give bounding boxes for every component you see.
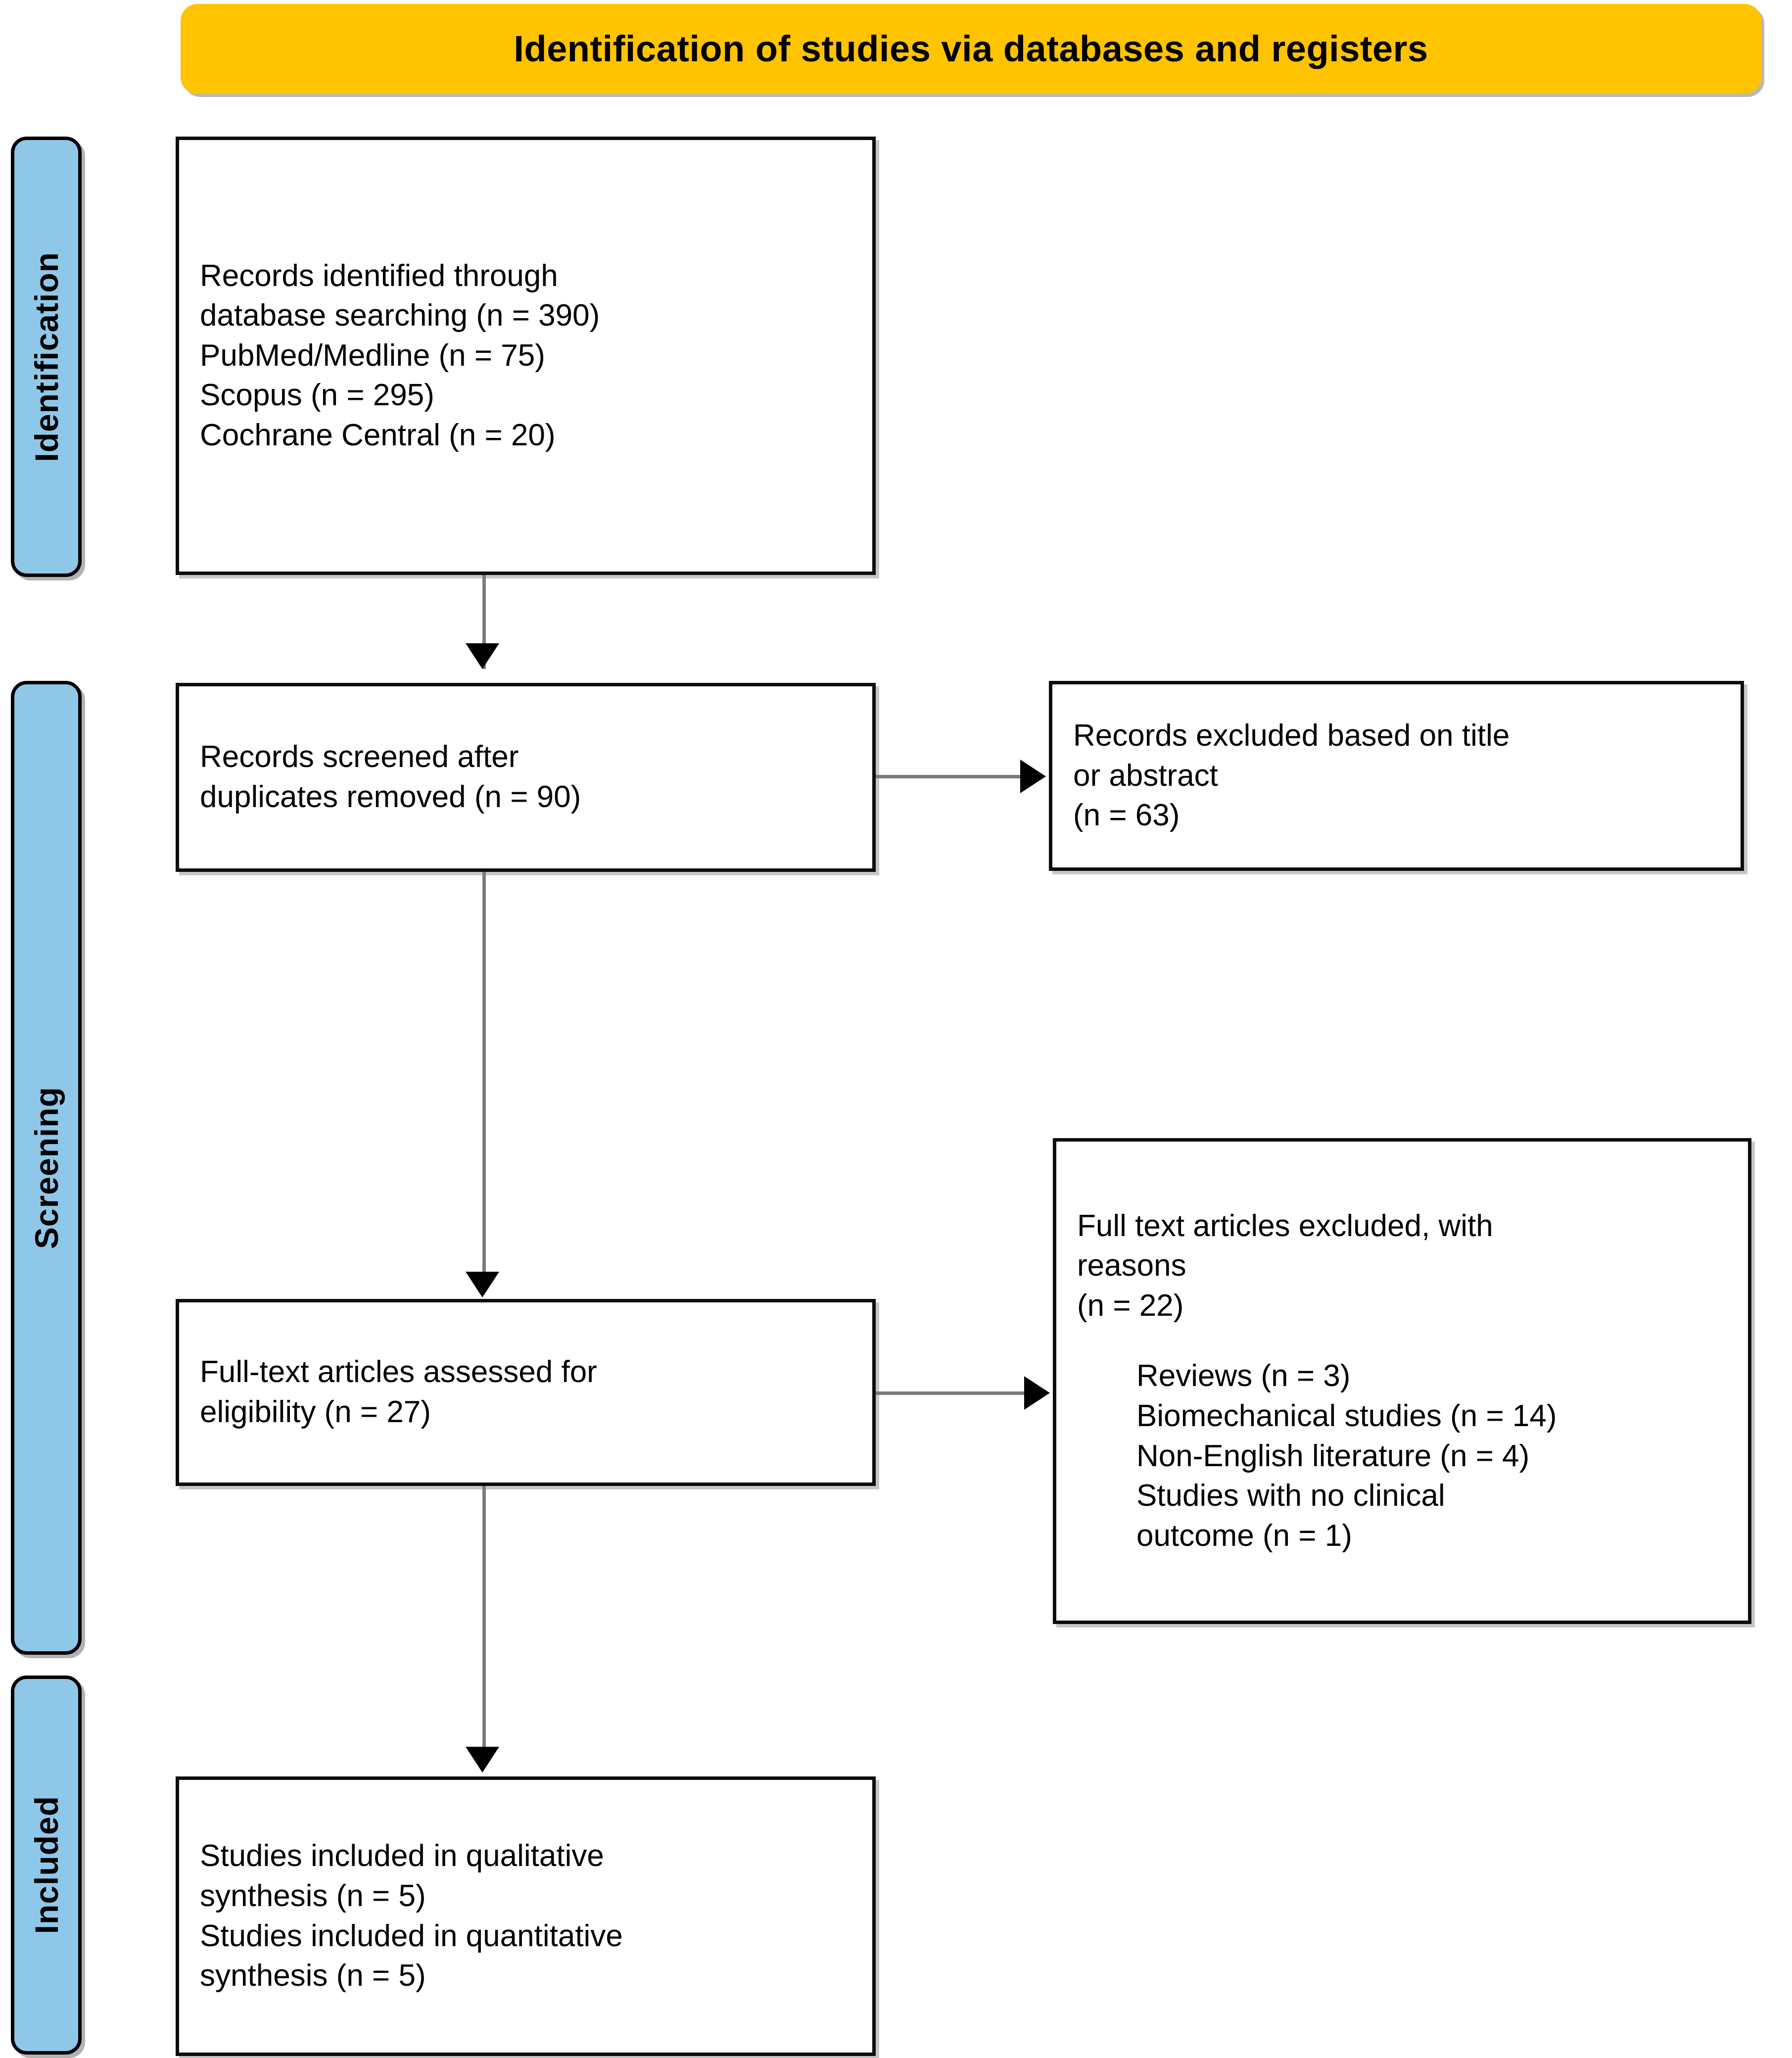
node-records-screened: Records screened after duplicates remove…: [176, 683, 876, 872]
stage-label-included: Included: [11, 1675, 82, 2055]
node-records-identified: Records identified through database sear…: [176, 137, 876, 575]
node-line: or abstract: [1073, 758, 1218, 793]
node-line: reasons: [1077, 1248, 1186, 1283]
node-line: Studies included in quantitative: [200, 1918, 623, 1953]
node-records-excluded-title-abstract: Records excluded based on title or abstr…: [1049, 681, 1744, 871]
stage-included-text: Included: [28, 1796, 65, 1934]
node-records-screened-body: Records screened after duplicates remove…: [179, 737, 872, 817]
node-line: Cochrane Central (n = 20): [200, 418, 556, 452]
node-line: Full-text articles assessed for: [200, 1355, 597, 1389]
node-line: Records excluded based on title: [1073, 718, 1510, 753]
node-line: Scopus (n = 295): [200, 378, 434, 413]
node-line: synthesis (n = 5): [200, 1878, 426, 1913]
node-fulltext-assessed: Full-text articles assessed for eligibil…: [176, 1299, 876, 1486]
node-line: Full text articles excluded, with: [1077, 1208, 1493, 1243]
stage-label-identification: Identification: [11, 137, 82, 577]
connector-identified-to-screened: [482, 575, 486, 669]
connector-fulltext-to-included: [482, 1486, 486, 1748]
node-line: Records screened after: [200, 740, 519, 774]
stage-screening-text: Screening: [28, 1086, 65, 1249]
node-records-identified-body: Records identified through database sear…: [179, 256, 872, 456]
arrow-right-icon: [1024, 1376, 1050, 1410]
arrow-right-icon: [1020, 760, 1046, 793]
node-line: PubMed/Medline (n = 75): [200, 338, 545, 373]
node-studies-included-body: Studies included in qualitative synthesi…: [179, 1836, 872, 1996]
arrow-down-icon: [466, 643, 499, 669]
node-studies-included: Studies included in qualitative synthesi…: [176, 1776, 876, 2056]
node-line: duplicates removed (n = 90): [200, 780, 581, 814]
node-line: (n = 22): [1077, 1288, 1184, 1323]
exclusion-reason: Studies with no clinical: [1136, 1479, 1445, 1513]
diagram-banner: Identification of studies via databases …: [181, 4, 1761, 94]
node-fulltext-assessed-body: Full-text articles assessed for eligibil…: [179, 1352, 872, 1432]
stage-label-screening: Screening: [11, 681, 82, 1655]
stage-identification-text: Identification: [28, 251, 65, 462]
node-records-excluded-title-abstract-body: Records excluded based on title or abstr…: [1052, 716, 1741, 836]
exclusion-reason: outcome (n = 1): [1136, 1518, 1352, 1553]
arrow-down-icon: [466, 1272, 499, 1297]
exclusion-reason: Non-English literature (n = 4): [1136, 1438, 1530, 1473]
node-line: database searching (n = 390): [200, 298, 600, 333]
node-line: eligibility (n = 27): [200, 1395, 431, 1429]
exclusion-reason: Biomechanical studies (n = 14): [1136, 1399, 1557, 1433]
banner-title: Identification of studies via databases …: [514, 28, 1428, 70]
node-line: Records identified through: [200, 258, 558, 293]
exclusion-reason: Reviews (n = 3): [1136, 1359, 1351, 1393]
connector-screened-to-fulltext: [482, 872, 486, 1273]
node-line: synthesis (n = 5): [200, 1959, 426, 1993]
node-fulltext-excluded-body: Full text articles excluded, with reason…: [1056, 1206, 1748, 1556]
node-line: (n = 63): [1073, 798, 1180, 833]
node-fulltext-excluded-with-reasons: Full text articles excluded, with reason…: [1053, 1138, 1751, 1624]
connector-screened-to-excluded-title-abstract: [876, 775, 1024, 778]
arrow-down-icon: [466, 1747, 499, 1772]
connector-fulltext-to-excluded-reasons: [876, 1391, 1028, 1395]
node-line: Studies included in qualitative: [200, 1839, 604, 1873]
